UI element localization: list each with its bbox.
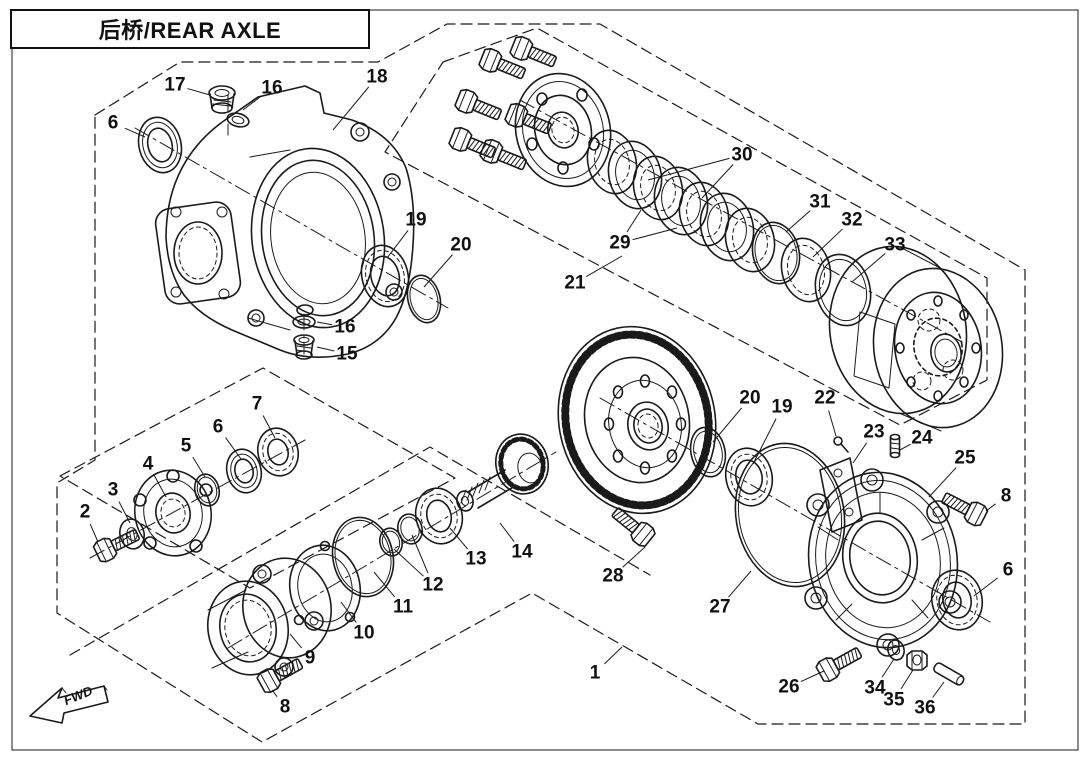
part-number-label: 20 xyxy=(450,234,472,256)
pinion-bearing-13 xyxy=(414,487,464,545)
output-flange-group xyxy=(91,427,300,565)
part-number-label: 21 xyxy=(564,272,586,294)
breather-24 xyxy=(889,433,901,459)
part-number-label: 22 xyxy=(814,387,836,409)
cover-bolt-26 xyxy=(813,641,866,685)
oil-seal-6-right xyxy=(930,569,984,631)
oil-seal-6-left xyxy=(225,448,263,494)
assembly-boundary-panels xyxy=(56,23,1026,743)
bearing-carrier-group xyxy=(206,487,464,696)
part-number-label: 12 xyxy=(422,574,444,596)
differential-case xyxy=(828,245,1004,432)
leader-lines xyxy=(89,86,998,698)
part-number-label: 29 xyxy=(609,232,631,254)
part-number-label: 7 xyxy=(251,393,263,415)
bearing-19-upper xyxy=(360,244,410,308)
large-o-ring-27 xyxy=(734,442,846,588)
part-number-label: 24 xyxy=(911,427,933,449)
part-number-label: 18 xyxy=(366,66,388,88)
part-number-label: 6 xyxy=(212,416,224,438)
bracket-23 xyxy=(819,457,863,533)
axle-housing-18 xyxy=(154,85,415,358)
fwd-direction-arrow xyxy=(29,685,109,724)
hub-clutch-diff-group xyxy=(447,34,1004,432)
part-number-label: 17 xyxy=(164,74,186,96)
pinion-gear-14 xyxy=(456,433,549,512)
o-ring-20-upper xyxy=(406,274,442,324)
part-number-label: 28 xyxy=(602,565,624,587)
part-number-label: 34 xyxy=(864,677,886,699)
part-number-label: 36 xyxy=(914,697,936,719)
axle-housing-group xyxy=(137,85,442,360)
part-number-label: 16 xyxy=(261,77,283,99)
cover-bolt-8-right xyxy=(938,486,990,529)
title-block: 后桥/REAR AXLE xyxy=(10,9,370,49)
carrier-bolt-8 xyxy=(254,652,307,696)
wave-spring-31 xyxy=(751,221,801,285)
part-number-label: 15 xyxy=(336,343,358,365)
pin-36 xyxy=(933,662,965,686)
part-number-label: 9 xyxy=(304,647,316,669)
part-number-label: 31 xyxy=(809,191,831,213)
splined-washer-32 xyxy=(780,237,832,303)
clutch-plates-29-30 xyxy=(586,129,776,273)
part-number-label: 35 xyxy=(883,689,905,711)
part-number-label: 8 xyxy=(279,696,291,718)
part-number-label: 4 xyxy=(142,453,154,475)
part-number-label: 19 xyxy=(771,396,793,418)
rings-12 xyxy=(379,513,423,557)
crown-ring-gear xyxy=(557,325,717,515)
part-number-label: 11 xyxy=(392,596,414,618)
oil-seal-6-upper xyxy=(137,116,183,174)
part-number-label: 10 xyxy=(353,622,375,644)
part-number-label: 26 xyxy=(778,676,800,698)
drain-plug-15 xyxy=(293,334,315,360)
washer-3 xyxy=(119,518,145,550)
side-cover-group xyxy=(804,433,990,686)
part-number-label: 14 xyxy=(511,541,533,563)
part-number-label: 8 xyxy=(1000,485,1012,507)
ring-gear-group xyxy=(456,325,846,588)
taper-bearing-7 xyxy=(256,427,300,477)
bearing-19-center xyxy=(724,447,774,507)
part-number-label: 6 xyxy=(1002,559,1014,581)
part-number-label: 3 xyxy=(107,479,119,501)
part-number-label: 1 xyxy=(589,662,601,684)
clutch-hub-flange xyxy=(514,72,612,188)
seal-washer-16-upper xyxy=(226,112,250,128)
part-number-label: 30 xyxy=(731,144,753,166)
side-cover-25 xyxy=(804,468,962,657)
part-number-label: 13 xyxy=(465,548,487,570)
washer-34 xyxy=(887,639,905,661)
o-ring-11 xyxy=(331,516,395,598)
retainer-ring-33 xyxy=(814,253,872,327)
part-number-label: 16 xyxy=(334,316,356,338)
part-number-label: 32 xyxy=(841,209,863,231)
flange-bolt-28 xyxy=(607,502,658,550)
screw-22 xyxy=(833,436,849,453)
part-number-label: 5 xyxy=(180,435,192,457)
page-border xyxy=(11,9,1079,751)
part-number-label: 33 xyxy=(884,234,906,256)
output-flange-4 xyxy=(133,469,213,557)
part-number-label: 19 xyxy=(405,209,427,231)
part-number-label: 27 xyxy=(709,596,731,618)
seal-washer-16-lower xyxy=(292,315,316,329)
gasket-10 xyxy=(288,540,362,632)
part-number-label: 6 xyxy=(107,112,119,134)
page-title: 后桥/REAR AXLE xyxy=(98,18,282,43)
flange-bolt-2 xyxy=(91,523,144,565)
nut-35 xyxy=(906,650,928,671)
part-number-label: 25 xyxy=(954,447,976,469)
drain-plug-17 xyxy=(208,85,236,114)
part-number-label: 20 xyxy=(739,387,761,409)
spacer-ring-5 xyxy=(193,473,221,507)
part-number-label: 2 xyxy=(79,501,91,523)
shim-20-center xyxy=(689,426,727,478)
part-number-label: 23 xyxy=(863,421,885,443)
